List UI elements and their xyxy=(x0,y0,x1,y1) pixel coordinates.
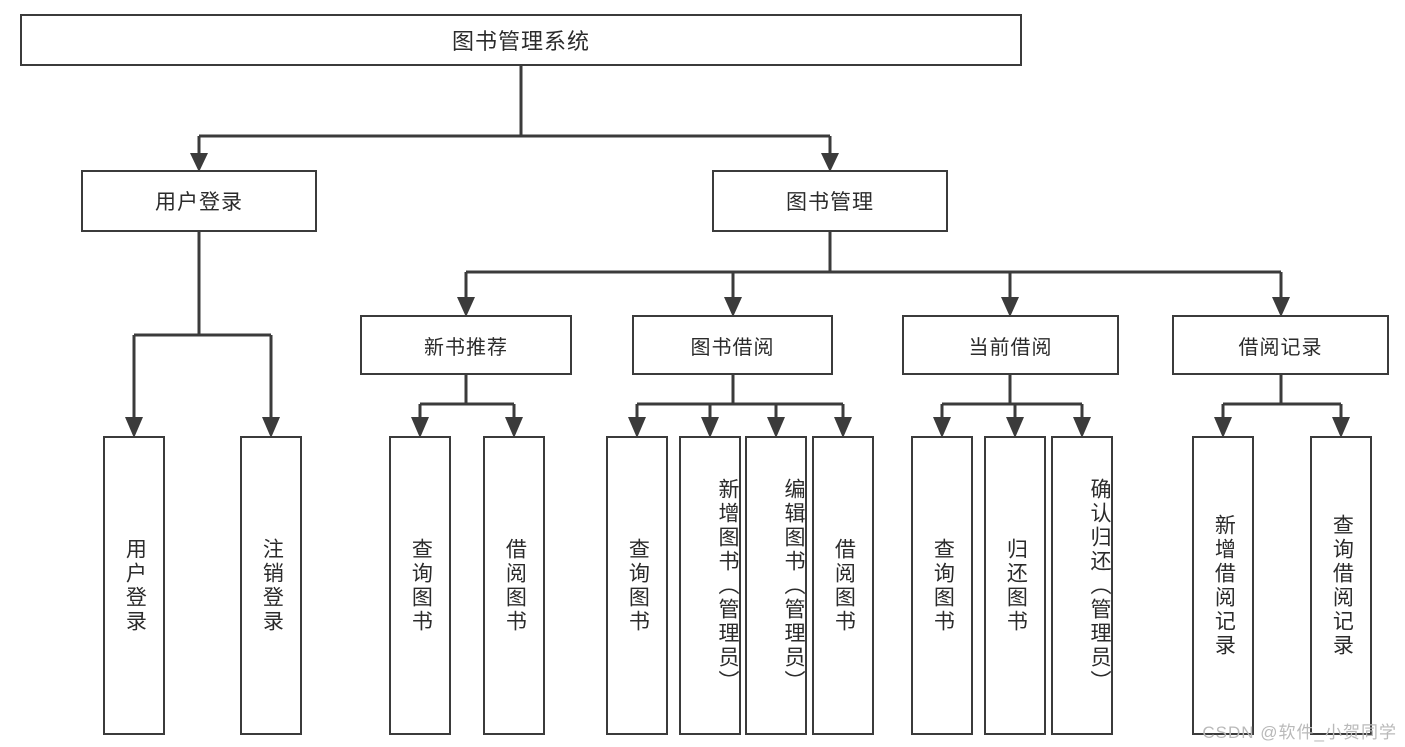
node-book-borrow[interactable]: 图书借阅 xyxy=(632,315,833,375)
arrowhead-leaf-logout xyxy=(262,417,280,438)
node-new-book-recommend[interactable]: 新书推荐 xyxy=(360,315,572,375)
arrowhead-leaf-confirm-return-admin xyxy=(1073,417,1091,438)
node-leaf-edit-book-admin[interactable]: 编辑图书（管理员） xyxy=(745,436,807,735)
arrowhead-new-book-rec xyxy=(457,297,475,317)
arrowhead-leaf-query-borrow-record xyxy=(1332,417,1350,438)
node-root[interactable]: 图书管理系统 xyxy=(20,14,1022,66)
watermark: CSDN @软件_小贺同学 xyxy=(1202,723,1397,742)
node-leaf-add-borrow-record[interactable]: 新增借阅记录 xyxy=(1192,436,1254,735)
arrowhead-leaf-add-book-admin xyxy=(701,417,719,438)
node-leaf-borrow-book-2[interactable]: 借阅图书 xyxy=(812,436,874,735)
arrowhead-user-login xyxy=(190,153,208,172)
node-leaf-query-borrow-record[interactable]: 查询借阅记录 xyxy=(1310,436,1372,735)
arrowhead-leaf-query-book-2 xyxy=(628,417,646,438)
node-leaf-user-login[interactable]: 用户登录 xyxy=(103,436,165,735)
arrowhead-leaf-return-book xyxy=(1006,417,1024,438)
node-user-login[interactable]: 用户登录 xyxy=(81,170,317,232)
node-leaf-add-book-admin[interactable]: 新增图书（管理员） xyxy=(679,436,741,735)
arrowhead-leaf-query-book-1 xyxy=(411,417,429,438)
node-leaf-return-book[interactable]: 归还图书 xyxy=(984,436,1046,735)
node-borrow-record[interactable]: 借阅记录 xyxy=(1172,315,1389,375)
node-leaf-query-book-2[interactable]: 查询图书 xyxy=(606,436,668,735)
node-current-borrow[interactable]: 当前借阅 xyxy=(902,315,1119,375)
arrowhead-borrow-record xyxy=(1272,297,1290,317)
node-leaf-query-book-3[interactable]: 查询图书 xyxy=(911,436,973,735)
arrowhead-book-manage xyxy=(821,153,839,172)
arrowhead-leaf-borrow-book-2 xyxy=(834,417,852,438)
arrowhead-book-borrow xyxy=(724,297,742,317)
node-leaf-confirm-return-admin[interactable]: 确认归还（管理员） xyxy=(1051,436,1113,735)
arrowhead-leaf-add-borrow-record xyxy=(1214,417,1232,438)
node-book-manage[interactable]: 图书管理 xyxy=(712,170,948,232)
node-leaf-logout[interactable]: 注销登录 xyxy=(240,436,302,735)
arrowhead-leaf-query-book-3 xyxy=(933,417,951,438)
arrowhead-leaf-borrow-book-1 xyxy=(505,417,523,438)
arrowhead-leaf-edit-book-admin xyxy=(767,417,785,438)
arrowhead-leaf-user-login xyxy=(125,417,143,438)
node-leaf-query-book-1[interactable]: 查询图书 xyxy=(389,436,451,735)
node-leaf-borrow-book-1[interactable]: 借阅图书 xyxy=(483,436,545,735)
arrowhead-current-borrow xyxy=(1001,297,1019,317)
